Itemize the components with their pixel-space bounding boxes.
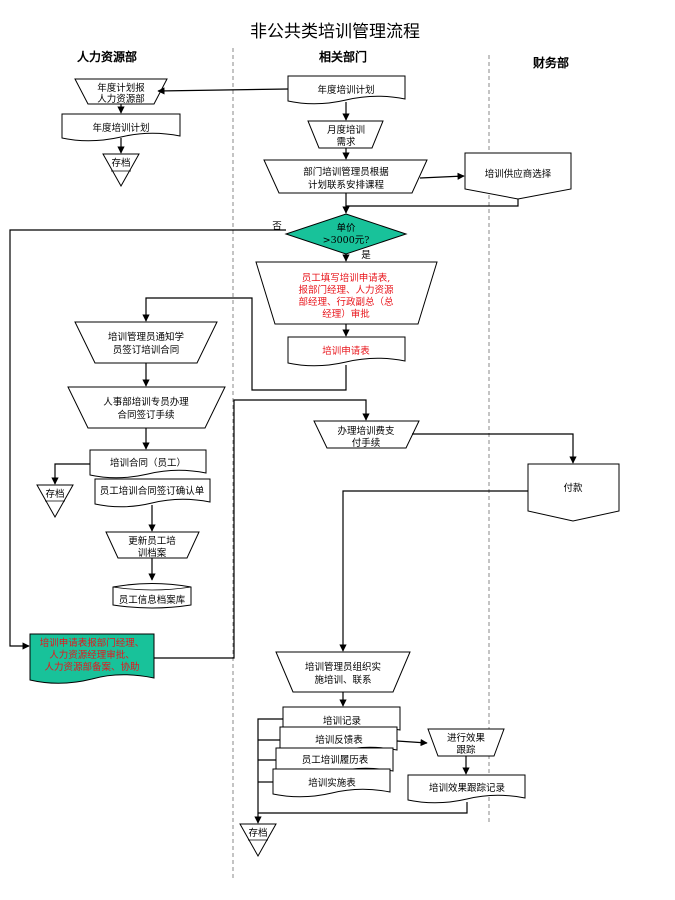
- svg-text:办理培训费支: 办理培训费支: [337, 425, 395, 437]
- svg-text:单价: 单价: [336, 222, 356, 234]
- svg-text:月度培训: 月度培训: [327, 124, 365, 136]
- svg-text:报部门经理、人力资源: 报部门经理、人力资源: [298, 284, 394, 296]
- node-implement-form: 培训实施表: [272, 768, 391, 798]
- node-archive-3: 存档: [239, 823, 277, 858]
- svg-text:人事部培训专员办理: 人事部培训专员办理: [103, 396, 189, 408]
- svg-text:员工培训合同签订确认单: 员工培训合同签订确认单: [100, 485, 205, 497]
- svg-text:年度培训计划: 年度培训计划: [92, 122, 149, 134]
- svg-text:人力资源经理审批、: 人力资源经理审批、: [49, 649, 135, 661]
- node-dept-arrange: 部门培训管理员根据 计划联系安排课程: [263, 159, 428, 194]
- node-supplier-select: 培训供应商选择: [464, 152, 572, 200]
- svg-text:存档: 存档: [45, 488, 64, 500]
- svg-text:员工填写培训申请表,: 员工填写培训申请表,: [302, 272, 391, 284]
- svg-text:培训管理员组织实: 培训管理员组织实: [305, 661, 381, 673]
- node-monthly-need: 月度培训 需求: [307, 120, 384, 149]
- node-apply-form: 培训申请表: [287, 336, 406, 367]
- lane-finance-title: 财务部: [532, 55, 569, 70]
- node-contract-process: 人事部培训专员办理 合同签订手续: [67, 386, 226, 429]
- node-archive-2: 存档: [36, 484, 74, 519]
- svg-text:年度培训计划: 年度培训计划: [317, 84, 374, 96]
- node-contract-employee: 培训合同（员工）: [89, 449, 207, 479]
- svg-text:培训管理员通知学: 培训管理员通知学: [108, 331, 184, 343]
- node-archive-1: 存档: [102, 153, 140, 188]
- svg-text:付款: 付款: [563, 482, 583, 494]
- svg-text:需求: 需求: [336, 136, 356, 148]
- svg-text:培训效果跟踪记录: 培训效果跟踪记录: [429, 782, 506, 794]
- label-no: 否: [272, 221, 282, 232]
- svg-text:人力资源部: 人力资源部: [97, 93, 145, 105]
- svg-text:存档: 存档: [111, 157, 130, 169]
- node-employee-db: 员工信息档案库: [112, 583, 192, 609]
- connectors: [9, 87, 577, 824]
- svg-text:员签订培训合同: 员签订培训合同: [113, 344, 180, 356]
- svg-text:培训实施表: 培训实施表: [308, 777, 356, 789]
- svg-text:训档案: 训档案: [138, 547, 167, 559]
- svg-text:培训供应商选择: 培训供应商选择: [485, 168, 552, 180]
- svg-text:培训记录: 培训记录: [323, 715, 362, 727]
- svg-text:进行效果: 进行效果: [447, 732, 486, 744]
- svg-text:>3000元?: >3000元?: [323, 235, 370, 246]
- svg-text:部经理、行政副总（总: 部经理、行政副总（总: [298, 296, 394, 308]
- svg-text:年度计划报: 年度计划报: [97, 82, 145, 94]
- svg-text:计划联系安排课程: 计划联系安排课程: [308, 179, 385, 191]
- lane-related-title: 相关部门: [319, 49, 367, 64]
- node-employee-apply: 员工填写培训申请表, 报部门经理、人力资源 部经理、行政副总（总 经理）审批: [255, 261, 438, 325]
- node-green-note: 培训申请表报部门经理、 人力资源经理审批、 人力资源部备案、协助: [29, 633, 155, 684]
- svg-text:部门培训管理员根据: 部门培训管理员根据: [303, 166, 389, 178]
- node-payment: 付款: [527, 463, 620, 522]
- node-fee-process: 办理培训费支 付手续: [313, 420, 420, 449]
- node-organize: 培训管理员组织实 施培训、联系: [275, 651, 411, 693]
- svg-text:人力资源部备案、协助: 人力资源部备案、协助: [44, 661, 139, 673]
- node-price-decision: 单价 >3000元?: [284, 213, 408, 255]
- node-contract-confirm: 员工培训合同签订确认单: [94, 478, 211, 508]
- node-effect-record: 培训效果跟踪记录: [407, 774, 526, 804]
- node-notify-sign: 培训管理员通知学 员签订培训合同: [74, 321, 218, 364]
- svg-text:培训反馈表: 培训反馈表: [315, 734, 363, 746]
- svg-text:更新员工培: 更新员工培: [128, 535, 176, 547]
- svg-text:培训申请表报部门经理、: 培训申请表报部门经理、: [40, 637, 145, 649]
- page-title: 非公共类培训管理流程: [250, 22, 420, 42]
- svg-text:合同签订手续: 合同签订手续: [117, 409, 175, 421]
- node-annual-report: 年度计划报 人力资源部: [74, 78, 168, 105]
- node-annual-plan-hr: 年度培训计划: [61, 113, 181, 142]
- svg-text:培训申请表: 培训申请表: [322, 345, 370, 357]
- lane-hr-title: 人力资源部: [77, 49, 137, 64]
- svg-text:存档: 存档: [248, 827, 267, 839]
- svg-text:员工培训履历表: 员工培训履历表: [302, 754, 369, 766]
- node-update-archive: 更新员工培 训档案: [105, 531, 200, 559]
- node-annual-plan-dept: 年度培训计划: [287, 75, 406, 105]
- label-yes: 是: [361, 250, 371, 261]
- svg-text:经理）审批: 经理）审批: [322, 308, 370, 320]
- svg-text:付手续: 付手续: [352, 437, 381, 449]
- svg-text:培训合同（员工）: 培训合同（员工）: [110, 457, 186, 469]
- node-effect-track: 进行效果 跟踪: [427, 728, 505, 757]
- svg-text:员工信息档案库: 员工信息档案库: [119, 594, 186, 606]
- svg-text:施培训、联系: 施培训、联系: [314, 674, 371, 686]
- svg-text:跟踪: 跟踪: [456, 744, 476, 756]
